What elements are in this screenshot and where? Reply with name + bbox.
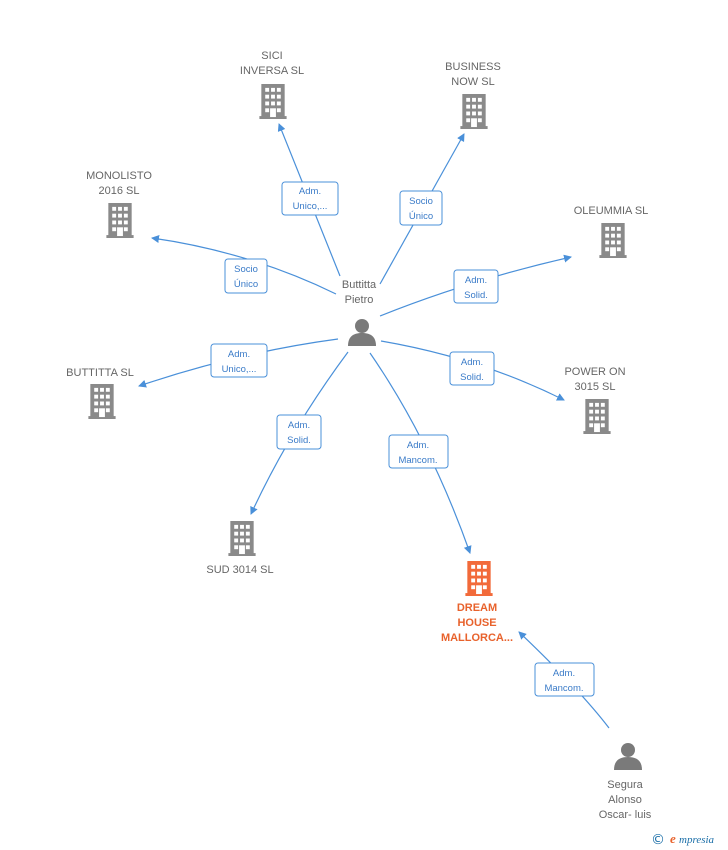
edge-label-line: Adm. bbox=[299, 186, 321, 197]
edge-label-line: Adm. bbox=[228, 349, 250, 360]
node-label-line: MONOLISTO bbox=[86, 170, 152, 182]
node-label-line: POWER ON bbox=[564, 366, 625, 378]
building-icon bbox=[599, 223, 627, 258]
node-oleummia[interactable]: OLEUMMIA SL bbox=[574, 205, 649, 258]
node-segura-alonso[interactable]: Segura Alonso Oscar- luis bbox=[599, 743, 652, 821]
person-icon bbox=[348, 319, 376, 346]
edge-label-line: Unico,... bbox=[222, 364, 257, 375]
building-icon bbox=[460, 94, 488, 129]
building-icon bbox=[228, 521, 256, 556]
brand-name: mpresia bbox=[679, 834, 715, 846]
edge-label-line: Mancom. bbox=[398, 455, 437, 466]
node-sici-inversa[interactable]: SICI INVERSA SL bbox=[240, 50, 304, 119]
node-label-line: BUTTITTA SL bbox=[66, 367, 134, 379]
node-label-line: Alonso bbox=[608, 794, 642, 806]
node-sud-3014[interactable]: SUD 3014 SL bbox=[206, 521, 274, 576]
edge-label-poweron[interactable]: Adm. Solid. bbox=[449, 351, 495, 386]
node-label-line: Oscar- luis bbox=[599, 809, 652, 821]
edge-label-line: Solid. bbox=[287, 435, 311, 446]
edge-label-line: Adm. bbox=[461, 357, 483, 368]
edge-label-line: Mancom. bbox=[544, 683, 583, 694]
node-power-on[interactable]: POWER ON 3015 SL bbox=[564, 366, 626, 434]
copyright-symbol: © bbox=[651, 832, 665, 848]
edge-label-line: Adm. bbox=[407, 440, 429, 451]
node-label-line: DREAM bbox=[457, 602, 497, 614]
node-label-line: SUD 3014 SL bbox=[206, 564, 273, 576]
edge-label-line: Solid. bbox=[464, 290, 488, 301]
edge-label-line: Socio bbox=[234, 264, 258, 275]
edge-label-line: Unico,... bbox=[293, 201, 328, 212]
empresia-logo: © e mpresia bbox=[651, 831, 715, 848]
node-label-line: Pietro bbox=[345, 294, 374, 306]
edge-label-monolisto[interactable]: Socio Único bbox=[224, 258, 268, 294]
edge-label-line: Socio bbox=[409, 196, 433, 207]
building-icon bbox=[465, 561, 493, 596]
node-label-line: Buttitta bbox=[342, 279, 377, 291]
node-label-line: 2016 SL bbox=[99, 185, 140, 197]
node-label-line: OLEUMMIA SL bbox=[574, 205, 649, 217]
edge-label-line: Adm. bbox=[288, 420, 310, 431]
brand-initial: e bbox=[670, 831, 676, 846]
node-dream-house[interactable]: DREAM HOUSE MALLORCA... bbox=[441, 561, 513, 644]
edge-label-sici[interactable]: Adm. Unico,... bbox=[281, 181, 339, 216]
node-label-line: INVERSA SL bbox=[240, 65, 304, 77]
building-icon bbox=[88, 384, 116, 419]
edge-label-line: Adm. bbox=[553, 668, 575, 679]
node-label-line: BUSINESS bbox=[445, 61, 501, 73]
edge-label-line: Único bbox=[234, 279, 258, 290]
node-label-line: Segura bbox=[607, 779, 643, 791]
node-label-line: HOUSE bbox=[457, 617, 496, 629]
building-icon bbox=[259, 84, 287, 119]
edge-label-sud[interactable]: Adm. Solid. bbox=[276, 414, 322, 450]
node-label-line: 3015 SL bbox=[575, 381, 616, 393]
node-business-now[interactable]: BUSINESS NOW SL bbox=[445, 61, 501, 129]
building-icon bbox=[106, 203, 134, 238]
edge-label-oleummia[interactable]: Adm. Solid. bbox=[453, 269, 499, 304]
edge-label-line: Único bbox=[409, 211, 433, 222]
edge-label-line: Adm. bbox=[465, 275, 487, 286]
edge-label-buttitta[interactable]: Adm. Unico,... bbox=[210, 343, 268, 378]
building-icon bbox=[583, 399, 611, 434]
node-label-line: SICI bbox=[261, 50, 282, 62]
node-label-line: NOW SL bbox=[451, 76, 494, 88]
node-monolisto[interactable]: MONOLISTO 2016 SL bbox=[86, 170, 152, 238]
edge-label-segura[interactable]: Adm. Mancom. bbox=[534, 662, 595, 697]
edge-label-line: Solid. bbox=[460, 372, 484, 383]
node-label-line: MALLORCA... bbox=[441, 632, 513, 644]
edge-label-dream[interactable]: Adm. Mancom. bbox=[388, 434, 449, 469]
node-buttitta-pietro[interactable]: Buttitta Pietro bbox=[342, 279, 377, 346]
node-buttitta-sl[interactable]: BUTTITTA SL bbox=[66, 367, 134, 419]
edge-label-business[interactable]: Socio Único bbox=[399, 190, 443, 226]
edges bbox=[138, 123, 610, 729]
person-icon bbox=[614, 743, 642, 770]
